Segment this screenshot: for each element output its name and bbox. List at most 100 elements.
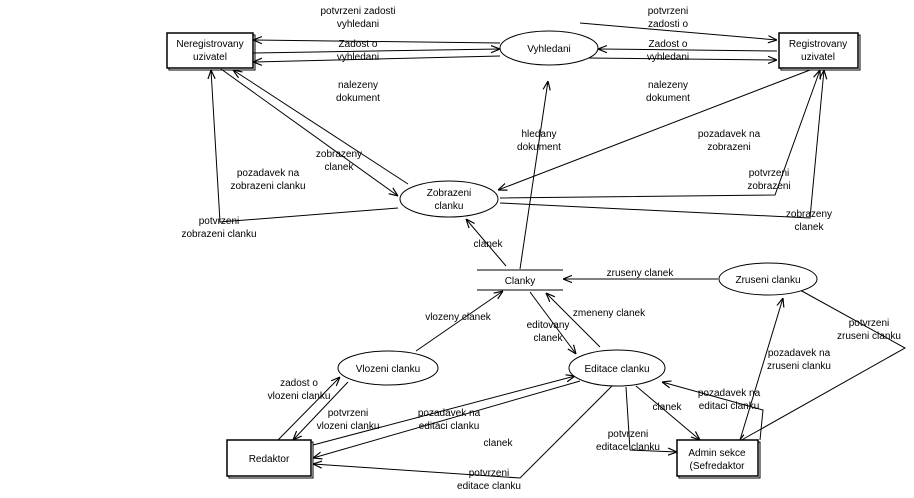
process-zruseni: Zruseni clanku — [718, 262, 818, 296]
flow-zobrazeny-clanek-right — [499, 70, 824, 219]
flow-label: potvrzeni — [608, 429, 649, 440]
flow-label: dokument — [336, 93, 380, 104]
flow-label: pozadavek na — [237, 168, 300, 179]
flow-label: nalezeny — [648, 80, 688, 91]
store-clanky-label: Clanky — [505, 276, 536, 287]
flow-nalezeny-dokument-left — [253, 55, 501, 62]
flow-potvrzeni-zadosti-right — [579, 22, 777, 40]
flow-label: pozadavek na — [698, 388, 761, 399]
store-clanky: Clanky — [477, 269, 563, 291]
process-vyhledani: Vyhledani — [499, 30, 599, 66]
flow-label: zruseni clanku — [837, 331, 901, 342]
flow-label: vlozeny clanek — [425, 312, 492, 323]
process-vlozeni: Vlozeni clanku — [337, 350, 439, 386]
flow-label: editace clanku — [596, 442, 660, 453]
flow-zobrazeny-clanek-left — [233, 70, 409, 185]
flow-label: potvrzeni — [849, 318, 890, 329]
flow-label: clanek — [653, 402, 683, 413]
flow-pozadavek-editaci-admin — [662, 382, 764, 441]
flow-label: vlozeni clanku — [317, 421, 380, 432]
flow-label: Zadost o — [649, 39, 688, 50]
flow-label: clanek — [795, 222, 825, 233]
flow-potvrzeni-editace-red — [313, 384, 614, 479]
entity-neregistrovany-label-2: uzivatel — [193, 52, 227, 63]
entity-admin-label-1: Admin sekce — [688, 448, 746, 459]
flow-label: zmeneny clanek — [573, 308, 646, 319]
flow-labels: potvrzeni zadosti vyhledani Zadost o vyh… — [181, 6, 900, 492]
flow-label: zobrazeny — [316, 149, 362, 160]
flow-potvrzeni-zadosti-left — [253, 40, 501, 43]
process-zobrazeni: Zobrazeni clanku — [399, 180, 499, 218]
entity-admin: Admin sekce (Sefredaktor — [676, 439, 761, 479]
flow-label: clanek — [474, 239, 504, 250]
flow-label: editovany — [527, 320, 570, 331]
flow-label: zobrazeni — [707, 142, 750, 153]
flow-zadost-vyhledani-right — [598, 49, 778, 51]
flow-zadost-vlozeni — [277, 377, 340, 441]
process-zruseni-label: Zruseni clanku — [735, 275, 800, 286]
flow-pozadavek-zruseni — [739, 298, 783, 441]
flow-label: pozadavek na — [418, 408, 481, 419]
flow-label: zruseny clanek — [607, 268, 675, 279]
flow-potvrzeni-zruseni — [738, 289, 907, 442]
entity-registrovany: Registrovany uzivatel — [778, 32, 861, 71]
entity-neregistrovany: Neregistrovany uzivatel — [166, 32, 256, 71]
process-zobrazeni-label-1: Zobrazeni — [427, 188, 471, 199]
flow-label: zruseni clanku — [767, 361, 831, 372]
flow-label: Zadost o — [339, 39, 378, 50]
flow-label: zadost o — [280, 378, 318, 389]
flow-label: pozadavek na — [698, 129, 761, 140]
flow-lines — [211, 22, 907, 479]
flow-label: vyhledani — [337, 19, 379, 30]
flow-label: potvrzeni zadosti — [320, 6, 395, 17]
flow-label: vlozeni clanku — [268, 391, 331, 402]
flow-label: hledany — [521, 129, 556, 140]
flow-label: editaci clanku — [699, 401, 760, 412]
flow-label: clanek — [325, 162, 355, 173]
flow-potvrzeni-zobrazeni-left — [211, 70, 399, 223]
flow-label: zobrazeny — [786, 209, 832, 220]
flow-vlozeny-clanek — [415, 291, 503, 352]
flow-clanek-admin — [635, 385, 700, 440]
entity-redaktor-label: Redaktor — [249, 454, 290, 465]
flow-label: potvrzeni — [199, 216, 240, 227]
flow-label: clanek — [534, 333, 564, 344]
process-vyhledani-label: Vyhledani — [527, 44, 571, 55]
flow-clanek-store — [466, 219, 507, 267]
process-editace: Editace clanku — [568, 349, 666, 387]
flow-nalezeny-dokument-right — [587, 58, 777, 60]
flow-label: potvrzeni — [328, 408, 369, 419]
flow-zadost-vyhledani-left — [252, 49, 500, 54]
flow-label: vyhledani — [647, 52, 689, 63]
flow-pozadavek-zobrazeni-right — [498, 69, 811, 190]
flow-zmeneny-clanek — [546, 293, 601, 348]
flow-label: zobrazeni clanku — [230, 181, 305, 192]
flow-label: potvrzeni — [648, 6, 689, 17]
flow-potvrzeni-vlozeni — [293, 381, 349, 440]
flow-label: clanek — [484, 438, 514, 449]
entity-registrovany-label-1: Registrovany — [789, 39, 847, 50]
process-editace-label: Editace clanku — [584, 364, 649, 375]
flow-pozadavek-zobrazeni-left — [220, 68, 398, 196]
process-vlozeni-label: Vlozeni clanku — [356, 364, 420, 375]
entity-neregistrovany-label-1: Neregistrovany — [176, 39, 243, 50]
flow-label: dokument — [517, 142, 561, 153]
flow-editovany-clanek — [529, 291, 576, 354]
flow-label: zobrazeni — [747, 181, 790, 192]
entity-admin-label-2: (Sefredaktor — [689, 461, 745, 472]
flow-label: vyhledani — [337, 52, 379, 63]
flow-label: dokument — [646, 93, 690, 104]
flow-label: editace clanku — [457, 481, 521, 492]
entity-redaktor: Redaktor — [226, 439, 314, 479]
flow-label: nalezeny — [338, 80, 378, 91]
flow-label: potvrzeni — [749, 168, 790, 179]
flow-potvrzeni-editace-admin — [625, 386, 677, 452]
flow-label: pozadavek na — [768, 348, 831, 359]
flow-pozadavek-editaci-red — [312, 376, 575, 446]
flow-label: potvrzeni — [469, 468, 510, 479]
flow-label: editaci clanku — [419, 421, 480, 432]
entity-registrovany-label-2: uzivatel — [801, 52, 835, 63]
flow-hledany-dokument — [519, 81, 548, 270]
process-zobrazeni-label-2: clanku — [435, 201, 464, 212]
